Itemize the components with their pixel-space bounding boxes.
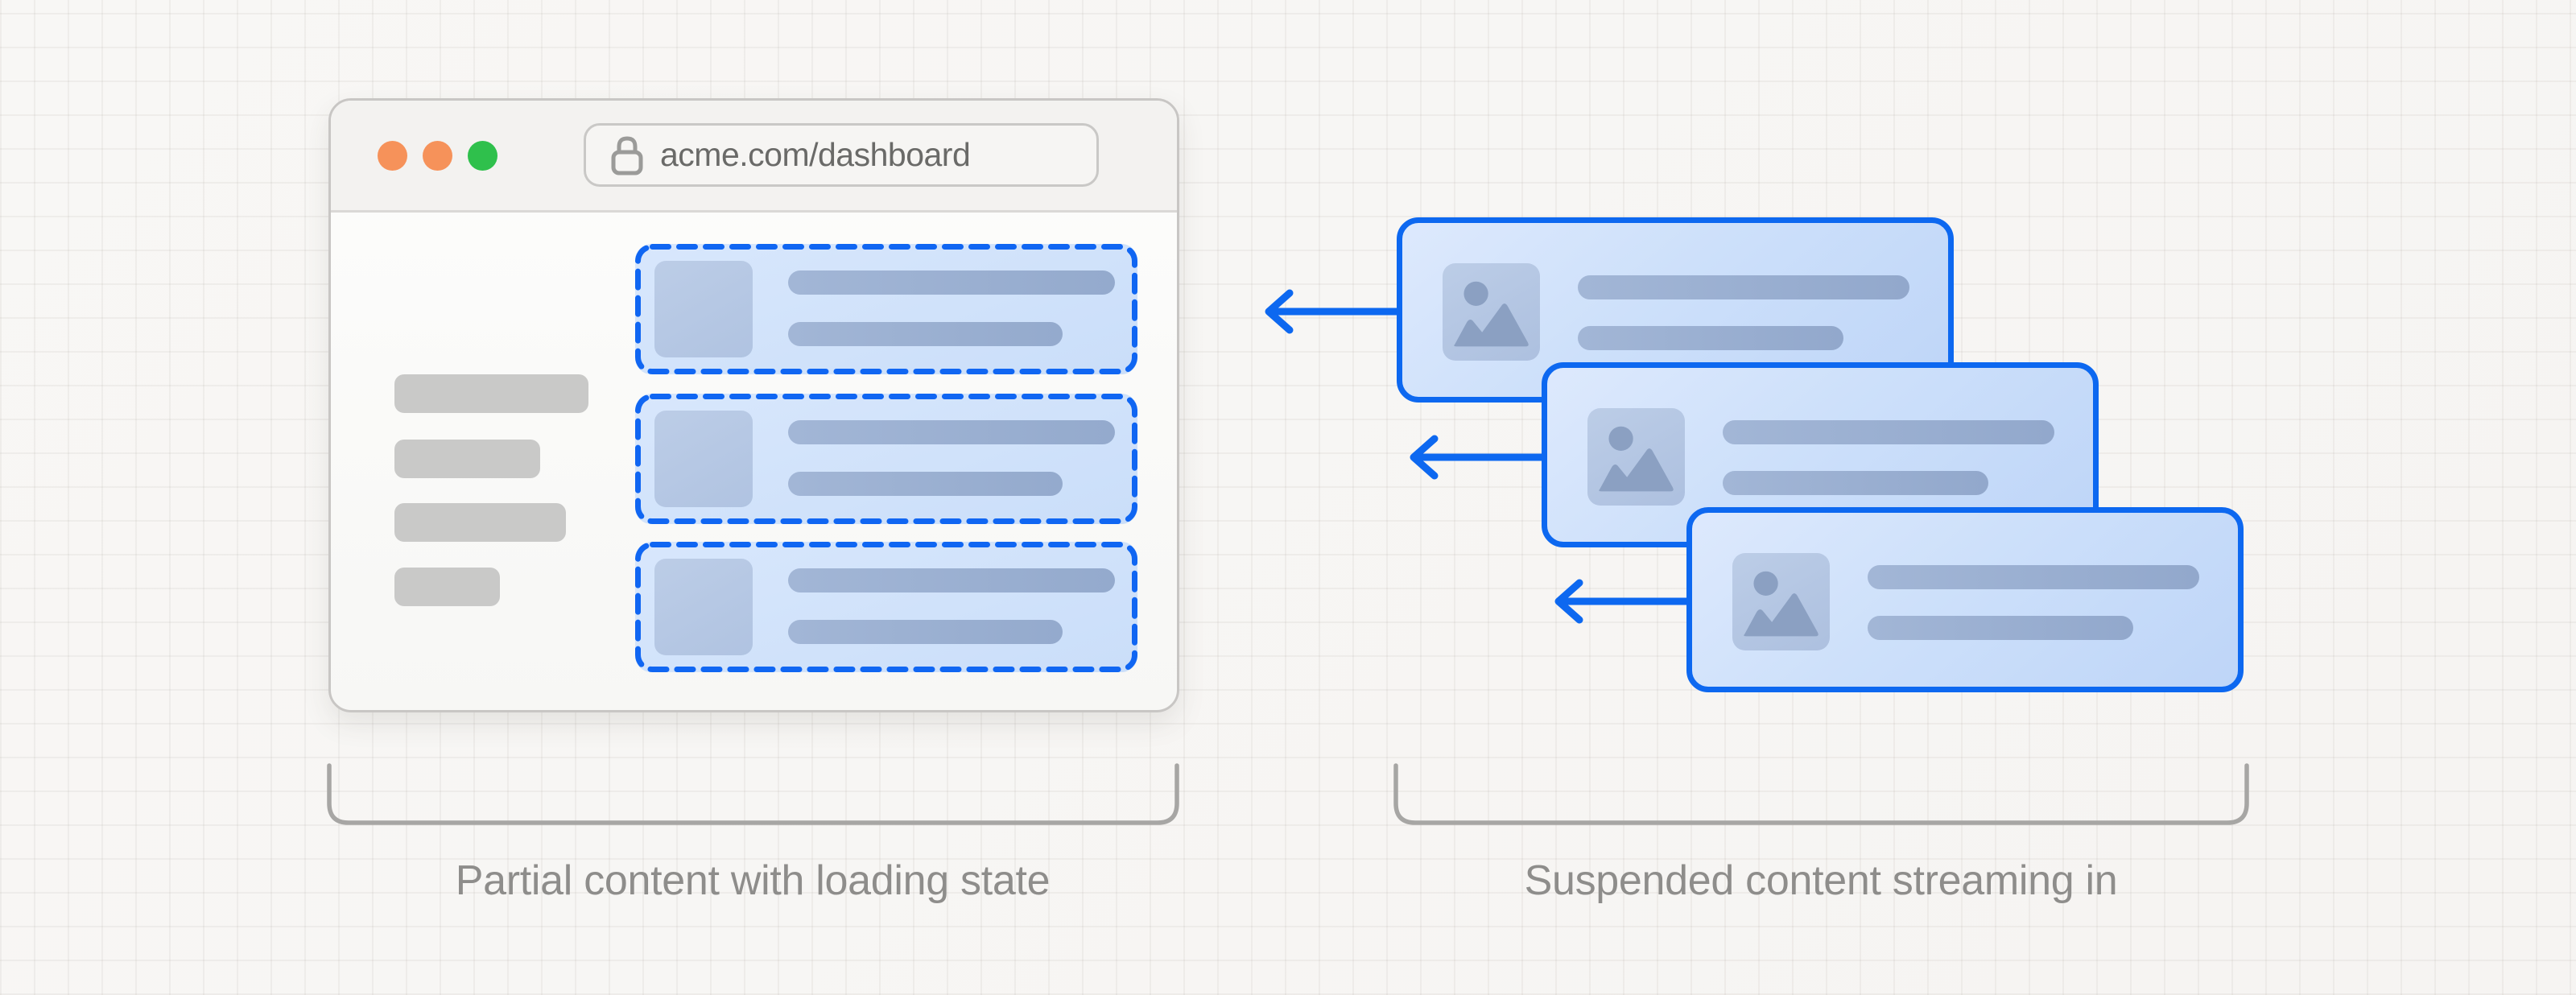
dashed-border: [635, 542, 1137, 672]
loading-card: [635, 244, 1137, 374]
text-skeleton-bar: [788, 322, 1063, 346]
sidebar-skeleton-bar: [394, 374, 588, 413]
image-skeleton: [654, 261, 753, 357]
sidebar-skeleton-bar: [394, 503, 566, 542]
text-skeleton-bar: [1723, 420, 2054, 444]
loading-card: [635, 394, 1137, 524]
image-skeleton: [654, 411, 753, 507]
dashed-border: [635, 394, 1137, 524]
photo-placeholder-icon: [1744, 571, 1818, 637]
streaming-card: [1686, 507, 2244, 692]
caption-right: Suspended content streaming in: [1524, 857, 2118, 904]
traffic-light-close-button[interactable]: [378, 141, 407, 171]
text-skeleton-bar: [1723, 471, 1988, 495]
photo-placeholder-icon: [1599, 426, 1674, 492]
photo-placeholder: [1443, 263, 1540, 361]
text-skeleton-bar: [1868, 565, 2199, 589]
photo-placeholder: [1732, 553, 1830, 650]
text-skeleton-bar: [788, 568, 1115, 592]
traffic-light-minimize-button[interactable]: [423, 141, 452, 171]
url-text: acme.com/dashboard: [660, 136, 971, 173]
text-skeleton-bar: [1578, 326, 1843, 350]
image-skeleton: [654, 559, 753, 655]
sidebar-skeleton-bar: [394, 568, 500, 606]
text-skeleton-bar: [1868, 616, 2133, 640]
photo-placeholder-icon: [1454, 281, 1529, 347]
text-skeleton-bar: [788, 620, 1063, 644]
url-bar[interactable]: acme.com/dashboard: [584, 123, 1099, 187]
browser-topbar: acme.com/dashboard: [331, 101, 1177, 213]
traffic-light-zoom-button[interactable]: [468, 141, 497, 171]
arrow-left-icon: [1265, 289, 1691, 624]
browser-content: [331, 213, 1177, 710]
text-skeleton-bar: [788, 270, 1115, 295]
lock-icon: [611, 135, 643, 175]
photo-placeholder: [1587, 408, 1685, 506]
text-skeleton-bar: [788, 420, 1115, 444]
browser-window: acme.com/dashboard: [328, 98, 1179, 712]
sidebar-skeleton-bar: [394, 440, 540, 478]
text-skeleton-bar: [788, 472, 1063, 496]
text-skeleton-bar: [1578, 275, 1909, 299]
caption-bracket: [327, 763, 2249, 825]
dashed-border: [635, 244, 1137, 374]
loading-card: [635, 542, 1137, 672]
caption-left: Partial content with loading state: [455, 857, 1051, 904]
